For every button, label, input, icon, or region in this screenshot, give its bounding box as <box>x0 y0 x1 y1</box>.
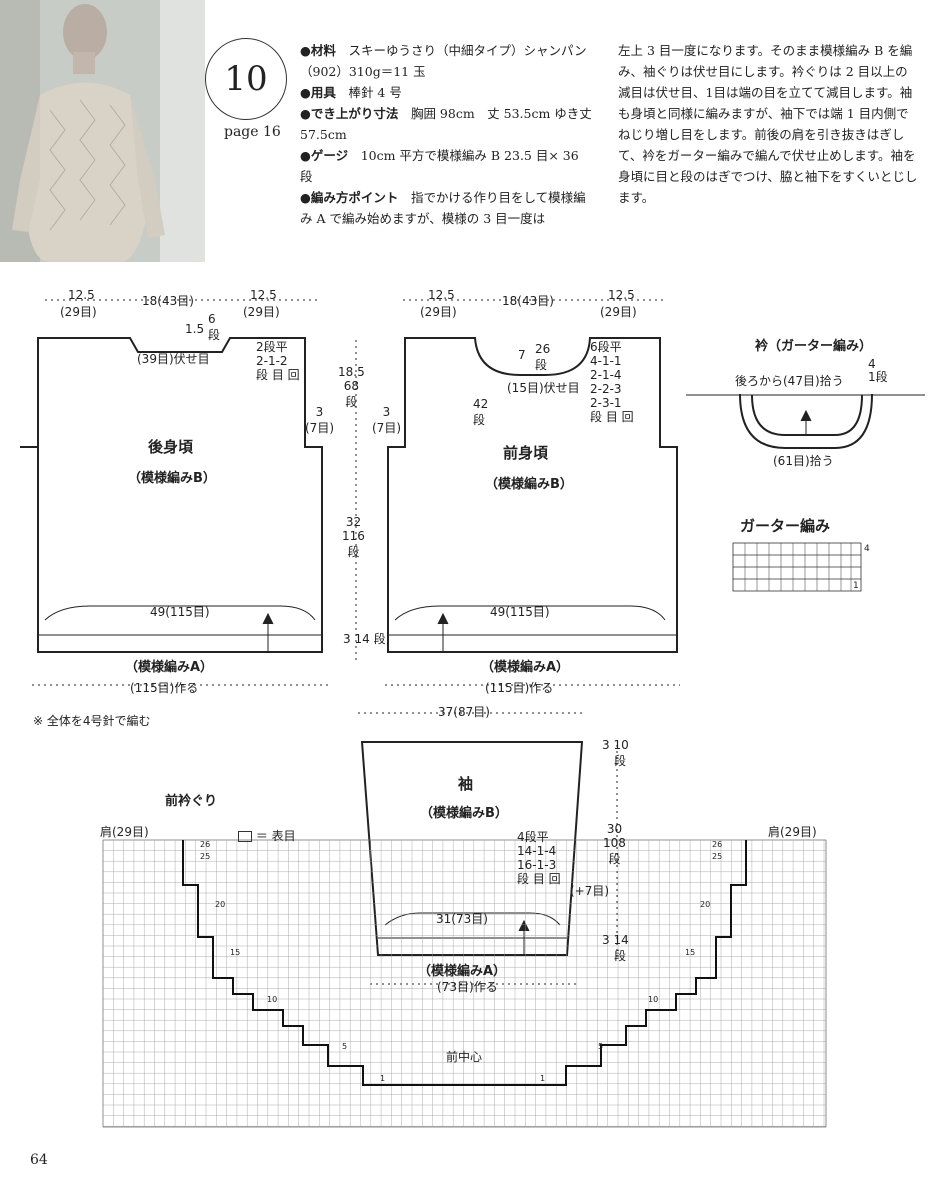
front-neck-depth: 7 <box>518 348 526 362</box>
row-label-20-right: 20 <box>700 900 711 909</box>
front-hem: （模様編みA） <box>481 660 570 675</box>
front-right-sts: (29目) <box>600 305 637 319</box>
back-right-dim: 12.5 <box>250 288 277 302</box>
garter-grid-cols <box>744 543 852 591</box>
front-left-dim: 12.5 <box>428 288 455 302</box>
needle-note: ※ 全体を4号針で編む <box>33 714 151 728</box>
front-title: 前身頃 <box>503 444 549 462</box>
sleeve-hem: （模様編みA） <box>418 964 507 979</box>
sleeve-cast-on: (73目)作る <box>437 980 498 994</box>
back-pattern: （模様編みB） <box>128 471 216 486</box>
front-center-dim: 18(43目) <box>502 294 554 308</box>
front-body-outline <box>387 337 678 653</box>
row-label-20: 20 <box>215 900 226 909</box>
collar-title: 衿（ガーター編み） <box>755 339 873 354</box>
row-label-15: 15 <box>230 948 241 957</box>
row-label-26-right: 26 <box>712 840 723 849</box>
back-left-sts: (29目) <box>60 305 97 319</box>
garter-title: ガーター編み <box>740 517 831 535</box>
page-number: 64 <box>30 1152 48 1168</box>
front-right-dim: 12.5 <box>608 288 635 302</box>
back-right-sts: (29目) <box>243 305 280 319</box>
hem-dims: 3 14 段 <box>343 632 386 646</box>
row-label-10: 10 <box>267 995 278 1004</box>
sleeve-hem-rows: 3 14 段 <box>602 933 629 963</box>
sleeve-width: 31(73目) <box>436 912 488 926</box>
spec-gauge: ●ゲージ 10cm 平方で模様編み B 23.5 目× 36 段 <box>300 148 579 184</box>
chart-shoulder-left: 肩(29目) <box>100 825 149 839</box>
back-center-dim: 18(43目) <box>142 294 194 308</box>
sleeve-title: 袖 <box>458 775 474 793</box>
sleeve-outline <box>360 741 584 956</box>
spec-tools: ●用具 棒針 4 号 <box>300 85 402 100</box>
row-label-25-right: 25 <box>712 852 723 861</box>
neckline-shaping-line <box>182 840 747 1086</box>
chart-legend: ＝ 表目 <box>238 827 296 844</box>
sleeve-inc-note: (+7目) <box>570 884 610 898</box>
row-label-5-right: 5 <box>598 1042 604 1051</box>
pattern-number-badge: 10 <box>205 38 287 120</box>
model-photo <box>0 0 205 262</box>
back-title: 後身頃 <box>148 438 194 456</box>
back-hem: （模様編みA） <box>125 660 214 675</box>
collar-front-pick: (61目)拾う <box>773 454 834 468</box>
back-left-dim: 12.5 <box>68 288 95 302</box>
back-neck-depth: 1.5 <box>185 322 205 336</box>
front-neck-bind: (15目)伏せ目 <box>507 381 580 395</box>
specs-block: ●材料 スキーゆうさり（中細タイプ）シャンパン（902）310g＝11 玉 ●用… <box>300 40 595 229</box>
front-pattern: （模様編みB） <box>485 477 573 492</box>
garter-row-4: 4 <box>864 544 870 554</box>
front-side-dim: 3(7目) <box>372 405 401 435</box>
model-illustration <box>0 0 205 262</box>
row-label-1: 1 <box>380 1074 386 1083</box>
pattern-number: 10 <box>224 59 268 99</box>
row-label-25: 25 <box>200 852 211 861</box>
sleeve-top-rows: 3 10 段 <box>602 738 629 768</box>
sleeve-pattern: （模様編みB） <box>420 806 508 821</box>
instructions-text: 左上 3 目一度になります。そのまま模様編み B を編み、袖ぐりは伏せ目にします… <box>618 43 918 205</box>
spec-points: ●編み方ポイント 指でかける作り目をして模様編み A で編み始めますが、模様の … <box>300 190 586 226</box>
row-label-1-right: 1 <box>540 1074 546 1083</box>
page-reference: page 16 <box>224 124 281 140</box>
collar-back-pick: 後ろから(47目)拾う <box>735 374 844 388</box>
spec-size: ●でき上がり寸法 胸囲 98cm 丈 53.5cm ゆき丈 57.5cm <box>300 106 592 142</box>
garter-row-1: 1 <box>853 581 859 591</box>
back-width: 49(115目) <box>150 605 210 619</box>
back-body-outline <box>37 337 323 653</box>
back-cast-on: (115目)作る <box>130 681 199 695</box>
row-label-5: 5 <box>342 1042 348 1051</box>
back-neck-bind: (39目)伏せ目 <box>137 352 210 366</box>
front-width: 49(115目) <box>490 605 550 619</box>
row-label-26: 26 <box>200 840 211 849</box>
chart-shoulder-right: 肩(29目) <box>768 825 817 839</box>
knit-square-icon <box>238 831 252 842</box>
row-label-10-right: 10 <box>648 995 659 1004</box>
front-cast-on: (115目)作る <box>485 681 554 695</box>
chart-title: 前衿ぐり <box>165 794 218 809</box>
front-left-sts: (29目) <box>420 305 457 319</box>
back-side-dim: 3(7目) <box>305 405 334 435</box>
spec-materials: ●材料 スキーゆうさり（中細タイプ）シャンパン（902）310g＝11 玉 <box>300 43 587 79</box>
garter-grid <box>732 542 862 592</box>
row-label-15-right: 15 <box>685 948 696 957</box>
chart-center-label: 前中心 <box>446 1050 483 1064</box>
sleeve-top-dim: 37(87目) <box>438 705 490 719</box>
